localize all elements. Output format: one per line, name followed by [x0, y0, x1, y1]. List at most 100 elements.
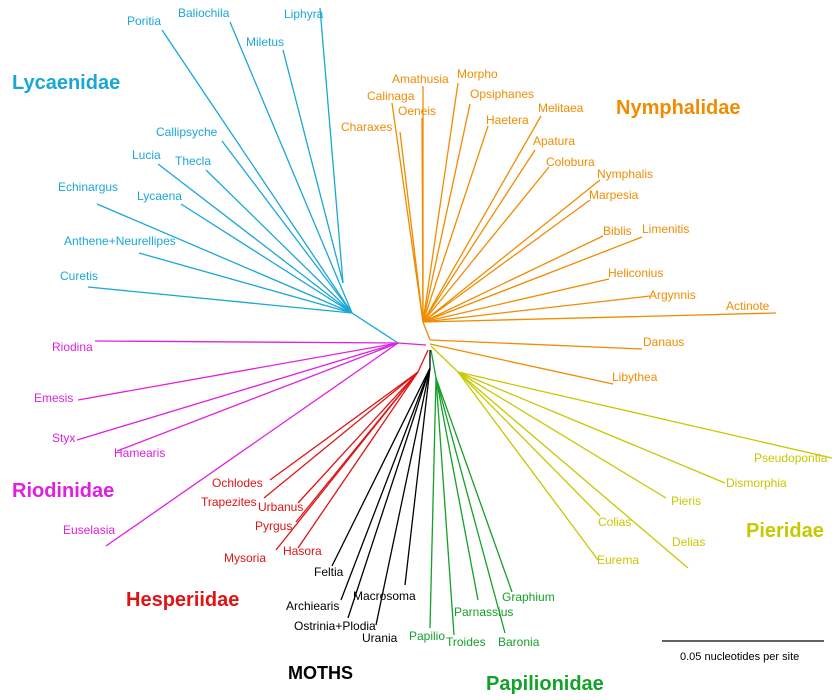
taxon-label: Argynnis — [649, 288, 696, 302]
branch-baronia — [435, 377, 506, 634]
taxon-label: Thecla — [175, 154, 211, 168]
clade-lycaenidae — [87, 7, 399, 344]
labels-papilionidae: Graphium Parnassius Papilio Troides Baro… — [409, 590, 555, 649]
taxon-label: Pseudopontia — [754, 451, 828, 465]
branch-apatura — [422, 149, 536, 323]
taxon-label: Riodina — [52, 340, 93, 354]
taxon-label: Macrosoma — [353, 589, 416, 603]
branch-pseudopontia — [457, 371, 833, 459]
branch-haetera — [422, 125, 489, 323]
branch-ostrinia — [347, 367, 431, 619]
family-label-pieridae: Pieridae — [746, 520, 824, 542]
family-label-lycaenidae: Lycaenidae — [12, 72, 120, 94]
taxon-label: Archiearis — [286, 599, 339, 613]
branch-hasora — [297, 371, 419, 549]
branch-limenitis — [422, 236, 643, 323]
family-label-hesperiidae: Hesperiidae — [126, 589, 239, 611]
taxon-label: Biblis — [603, 224, 632, 238]
branch-parnassius — [435, 377, 479, 601]
branch-miletus — [282, 49, 344, 284]
branch-delias — [457, 371, 689, 569]
labels-pieridae: Pseudopontia Dismorphia Pieris Colias De… — [597, 451, 828, 567]
branch-calinaga — [391, 102, 424, 323]
clade-riodinidae — [76, 340, 427, 547]
clade-moths — [331, 350, 431, 626]
labels-nymphalidae: Amathusia Morpho Calinaga Opsiphanes Oen… — [341, 67, 770, 384]
branch-trapezites — [263, 371, 419, 499]
taxon-label: Mysoria — [224, 551, 266, 565]
taxon-label: Echinargus — [58, 180, 118, 194]
taxon-label: Apatura — [533, 134, 575, 148]
taxon-label: Parnassius — [454, 605, 513, 619]
taxon-label: Melitaea — [538, 101, 584, 115]
stem-branch — [430, 349, 437, 379]
clade-hesperiidae — [263, 349, 429, 551]
clade-pieridae — [430, 345, 833, 569]
family-labels: Lycaenidae Nymphalidae Riodinidae Hesper… — [12, 72, 824, 695]
taxon-label: Styx — [52, 431, 75, 445]
taxon-label: Anthene+Neurellipes — [64, 234, 176, 248]
taxon-label: Graphium — [502, 590, 555, 604]
branch-pieris — [457, 371, 667, 499]
taxon-label: Danaus — [643, 335, 684, 349]
branch-oeneis — [421, 117, 424, 323]
branch-biblis — [422, 235, 604, 323]
branch-archiearis — [340, 367, 431, 601]
branch-troides — [435, 377, 455, 636]
taxon-label: Troides — [446, 635, 486, 649]
taxon-label: Charaxes — [341, 120, 392, 134]
branch-danaus — [429, 339, 643, 350]
stem-branch — [397, 342, 427, 346]
taxon-label: Hamearis — [114, 446, 165, 460]
branch-melitaea — [422, 115, 542, 323]
branch-argynnis — [422, 295, 651, 323]
taxon-label: Urania — [362, 631, 398, 645]
scale-bar-label: 0.05 nucleotides per site — [680, 651, 799, 663]
taxon-label: Curetis — [60, 269, 98, 283]
taxon-label: Emesis — [34, 391, 73, 405]
taxon-label: Poritia — [127, 14, 161, 28]
taxon-label: Colias — [598, 515, 631, 529]
branch-styx — [76, 342, 399, 441]
branch-poritia — [161, 29, 353, 314]
branch-baliochila — [229, 21, 353, 314]
branch-papilio — [429, 377, 437, 629]
branch-echinargus — [96, 203, 353, 314]
taxon-label: Liphyra — [284, 7, 324, 21]
branch-euselasia — [105, 342, 399, 547]
scale-bar: 0.05 nucleotides per site — [662, 640, 824, 663]
branch-nymphalis — [422, 179, 601, 323]
branch-libythea — [429, 343, 614, 385]
taxon-label: Libythea — [612, 370, 658, 384]
branch-charaxes — [399, 131, 424, 323]
taxon-label: Pieris — [671, 494, 701, 508]
taxon-label: Actinote — [726, 299, 770, 313]
taxon-label: Dismorphia — [726, 476, 787, 490]
family-label-papilionidae: Papilionidae — [486, 673, 604, 695]
taxon-label: Lucia — [132, 148, 161, 162]
clade-papilionidae — [429, 349, 513, 636]
taxon-label: Miletus — [246, 35, 284, 49]
taxon-label: Pyrgus — [255, 519, 292, 533]
taxon-label: Oeneis — [398, 104, 436, 118]
taxon-label: Hasora — [283, 544, 322, 558]
branch-graphium — [435, 377, 513, 593]
taxon-label: Marpesia — [589, 188, 639, 202]
taxon-label: Lycaena — [137, 189, 182, 203]
taxon-label: Ostrinia+Plodia — [294, 619, 376, 633]
taxon-label: Feltia — [314, 565, 344, 579]
family-label-moths: MOTHS — [288, 663, 353, 683]
taxon-label: Euselasia — [63, 523, 115, 537]
branch-morpho — [422, 82, 459, 323]
taxon-label: Delias — [672, 535, 705, 549]
branch-opsiphanes — [422, 103, 471, 323]
branch-feltia — [331, 367, 431, 567]
taxon-label: Limenitis — [642, 222, 689, 236]
branch-colobura — [422, 166, 550, 323]
taxon-label: Papilio — [409, 629, 445, 643]
taxon-label: Trapezites — [201, 495, 257, 509]
taxon-label: Baliochila — [178, 6, 230, 20]
taxon-label: Calinaga — [367, 89, 415, 103]
